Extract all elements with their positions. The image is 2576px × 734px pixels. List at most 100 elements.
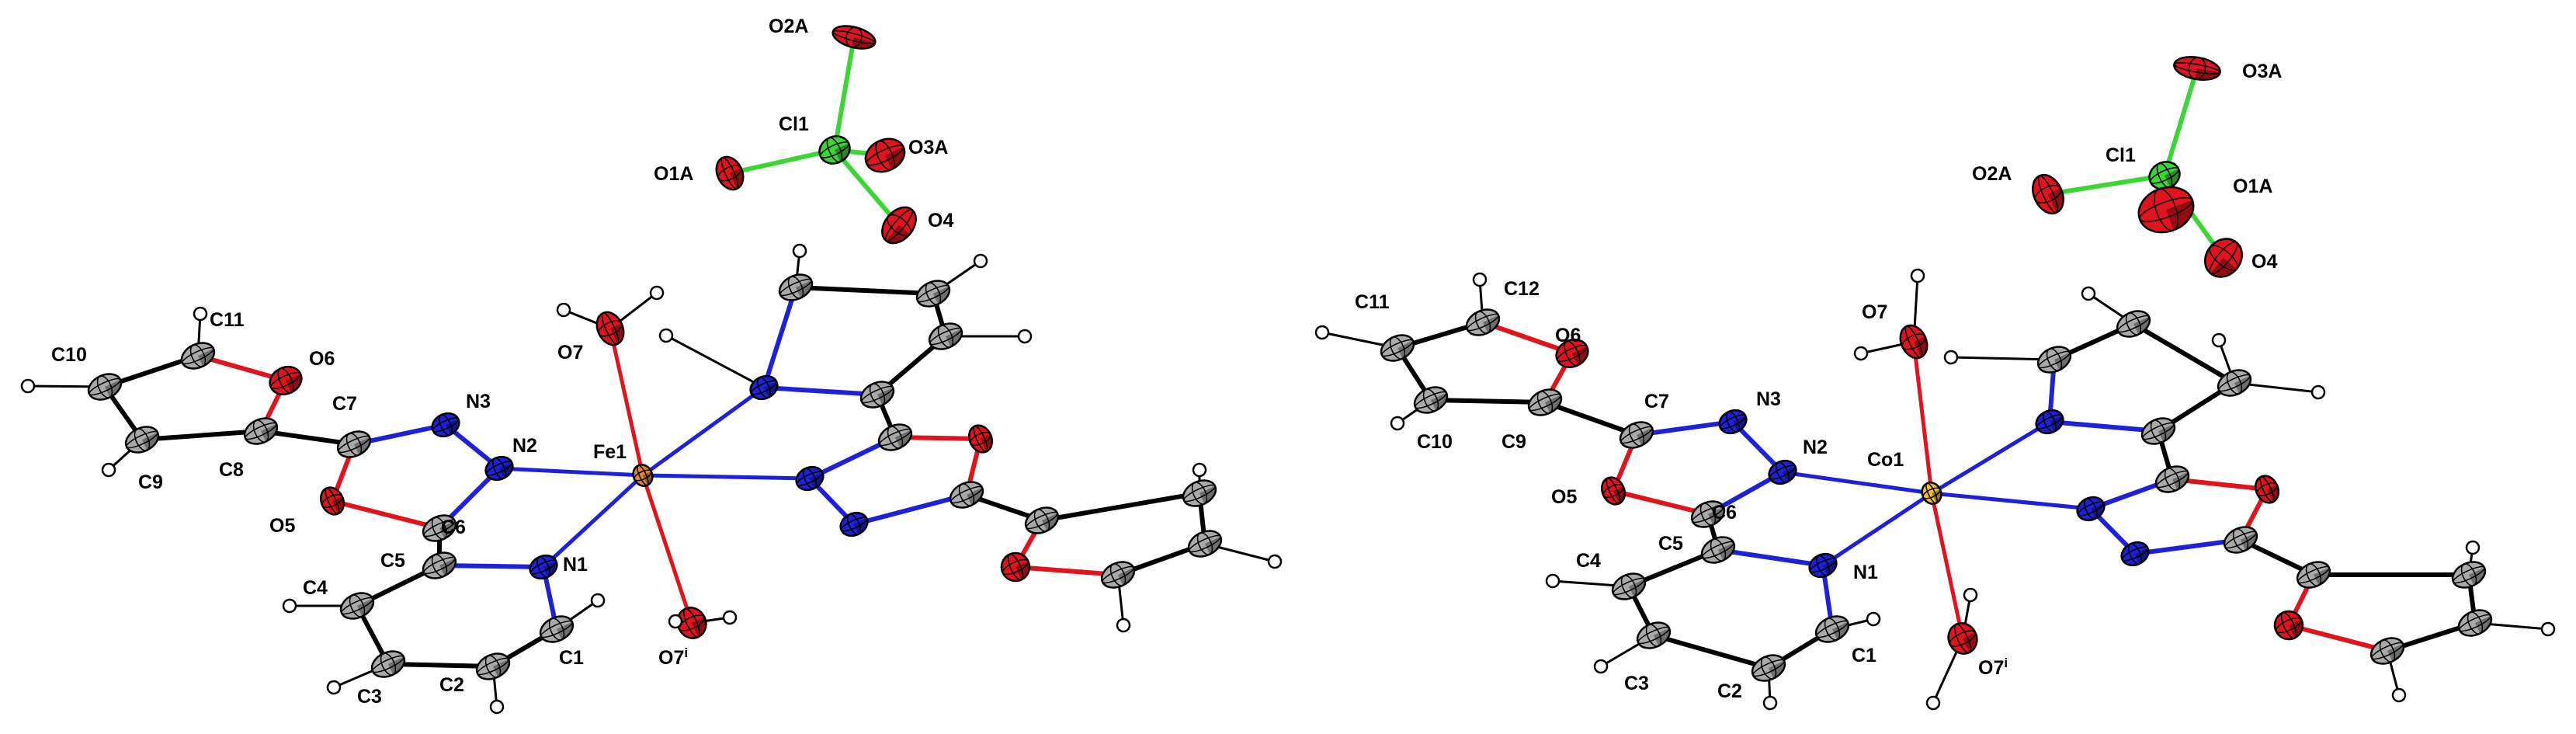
co-atom-c12 [1465, 308, 1501, 336]
fe-atom-h14 [1017, 329, 1033, 344]
co-atom-h2 [1853, 346, 1869, 361]
fe-atom-h11 [590, 593, 606, 608]
fe-label-o7: O7 [557, 342, 583, 364]
fe-bond-C3-C2 [386, 662, 495, 669]
fe-bond-M-N2 [497, 466, 645, 478]
co-bond-M-O7i [1929, 491, 1965, 641]
co-atom-c11 [1380, 334, 1415, 362]
co-atom-cj [2451, 561, 2487, 589]
co-atom-c9 [1527, 388, 1563, 416]
co-atom-h14 [2211, 332, 2227, 348]
co-atom-c10 [1413, 386, 1449, 414]
fe-atom-na [749, 374, 779, 401]
fe-atom-n1 [529, 554, 558, 580]
fe-label-c5: C5 [380, 550, 405, 572]
fe-atom-h18 [1116, 617, 1131, 633]
fe-atom-c1 [539, 615, 575, 643]
fe-atom-o1a [715, 155, 745, 191]
co-atom-h11 [1866, 611, 1881, 627]
co-atom-h6 [1314, 325, 1330, 340]
fe-label-o3a: O3A [908, 137, 948, 158]
fe-label-c1: C1 [559, 647, 584, 669]
co-bond-O6-C12 [1481, 320, 1574, 356]
co-label-m: Co1 [1867, 449, 1904, 471]
co-atom-c3 [1636, 621, 1672, 649]
co-bond-M-N2 [1780, 470, 1934, 496]
co-bond-Ob-Ch [2286, 623, 2390, 653]
co-bond-Nc-Cf [2133, 537, 2243, 556]
fe-atom-h7 [101, 462, 116, 478]
co-label-o3a: O3A [2242, 61, 2282, 82]
co-atom-c6 [1690, 500, 1726, 528]
fe-atom-o5 [319, 486, 345, 516]
co-atom-o1a [2137, 186, 2195, 234]
fe-atom-ca [778, 273, 814, 301]
co-atom-n1 [1808, 552, 1838, 579]
fe-atom-ch [1100, 561, 1136, 589]
fe-atom-c4 [339, 592, 375, 620]
fe-bond-Cl1-O2A [832, 35, 856, 152]
fe-label-c10: C10 [51, 344, 87, 366]
bonds-layer [26, 35, 2550, 708]
fe-atom-c10 [87, 373, 123, 401]
co-atom-o2a [2032, 173, 2064, 215]
co-atom-h5 [1472, 272, 1488, 287]
co-label-cl1: Cl1 [2106, 144, 2136, 166]
fe-label-o7i-superscript: i [684, 645, 688, 660]
fe-atom-nb [795, 465, 825, 492]
fe-atom-h4 [722, 610, 738, 625]
co-atom-oa [2254, 475, 2280, 504]
co-label-c11: C11 [1355, 291, 1390, 313]
fe-label-c7: C7 [332, 393, 357, 415]
fe-atom-o7i [676, 607, 707, 639]
fe-atom-c8 [243, 417, 279, 445]
co-atom-h8 [1545, 573, 1561, 589]
fe-atom-cb [915, 280, 951, 308]
co-bond-Cd-Na [2047, 419, 2161, 433]
fe-atom-cj [1182, 479, 1217, 507]
fe-atom-o3a [864, 137, 906, 173]
co-atom-c4 [1611, 572, 1647, 600]
fe-label-o4: O4 [928, 210, 953, 231]
fe-label-o7i: O7i [658, 645, 688, 669]
fe-atom-h5 [193, 306, 208, 322]
fe-atom-cd [859, 381, 895, 409]
fe-atom-c5 [422, 551, 457, 579]
co-atom-m [1921, 482, 1942, 505]
co-bond-Ca-H12 [1949, 356, 2056, 361]
fe-atom-ob [1000, 551, 1031, 583]
co-bond-O5-C6 [1611, 489, 1710, 517]
co-atom-na [2035, 409, 2064, 435]
fe-bond-Cl1-O4 [832, 148, 901, 228]
fe-label-n2: N2 [512, 435, 537, 457]
co-atom-nb [2076, 496, 2106, 522]
fe-atom-m [632, 464, 654, 487]
atoms-layer [20, 25, 2556, 715]
fe-label-c4: C4 [303, 577, 328, 599]
co-atom-c5 [1700, 536, 1736, 564]
fe-atom-n2 [484, 455, 514, 482]
fe-bond-M-Nb [641, 473, 812, 481]
fe-label-m: Fe1 [593, 441, 627, 463]
fe-atom-h6 [20, 378, 36, 394]
co-atom-ca [2036, 346, 2072, 374]
fe-atom-h9 [326, 680, 342, 695]
fe-bond-Na-H15 [665, 334, 766, 389]
co-bond-M-O7 [1911, 339, 1934, 496]
co-atom-c2 [1751, 654, 1786, 682]
fe-bond-Ob-Ch [1013, 565, 1120, 577]
co-bond-C7-C9 [1543, 400, 1639, 437]
fe-bond-M-O7i [641, 473, 694, 625]
co-atom-h1 [1910, 268, 1925, 284]
co-atom-h9 [1593, 659, 1609, 674]
co-atom-cd [2140, 417, 2176, 445]
fe-atom-nc [839, 511, 869, 537]
co-atom-o7 [1899, 324, 1929, 360]
co-atom-c1 [1814, 615, 1850, 643]
fe-bond-Cj-Cg [1040, 491, 1202, 523]
fe-label-c2: C2 [439, 674, 464, 696]
fe-bond-M-O7 [608, 326, 645, 478]
co-atom-h3 [1963, 587, 1978, 603]
co-atom-h4 [1925, 695, 1941, 711]
